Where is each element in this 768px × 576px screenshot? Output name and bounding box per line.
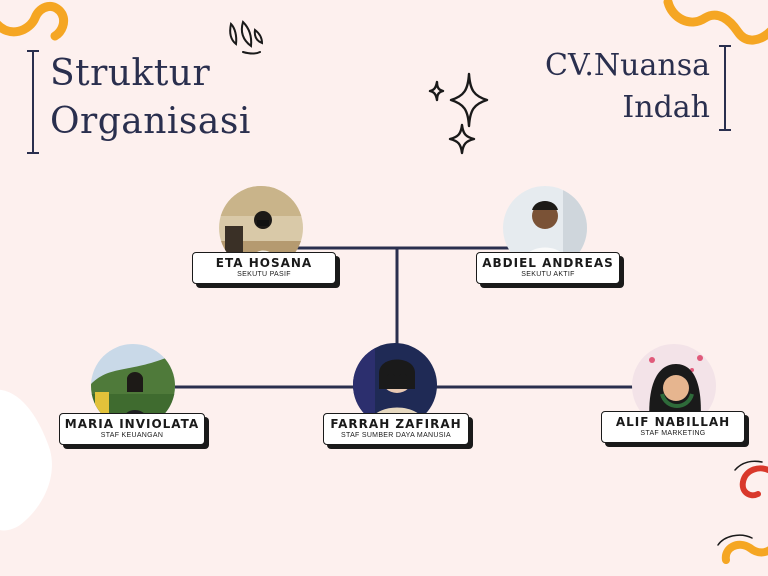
member-role: STAF SUMBER DAYA MANUSIA bbox=[341, 432, 451, 439]
member-card-alif-nabillah: ALIF NABILLAH STAF MARKETING bbox=[601, 411, 745, 443]
white-blob-icon bbox=[0, 389, 52, 531]
member-card-eta-hosana: ETA HOSANA SEKUTU PASIF bbox=[192, 252, 336, 284]
page-title-block: Struktur Organisasi bbox=[27, 50, 251, 154]
member-name: FARRAH ZAFIRAH bbox=[330, 417, 462, 431]
page-title-line-1: Struktur bbox=[50, 53, 211, 94]
company-name-block: CV.Nuansa Indah bbox=[545, 45, 731, 131]
member-role: SEKUTU PASIF bbox=[237, 271, 291, 278]
member-name: ETA HOSANA bbox=[215, 256, 313, 270]
member-name: ALIF NABILLAH bbox=[615, 415, 731, 429]
sparkle-icon bbox=[428, 72, 489, 155]
member-card-abdiel-andreas: ABDIEL ANDREAS SEKUTU AKTIF bbox=[476, 252, 620, 284]
company-name: CV.Nuansa Indah bbox=[545, 48, 710, 125]
page-title-line-2: Organisasi bbox=[50, 101, 251, 142]
member-card-farrah-zafirah: FARRAH ZAFIRAH STAF SUMBER DAYA MANUSIA bbox=[323, 413, 469, 445]
squiggle-top-left-icon bbox=[0, 2, 69, 41]
red-curl-icon bbox=[739, 465, 768, 499]
member-name: MARIA INVIOLATA bbox=[64, 417, 200, 431]
squiggle-top-right-icon bbox=[663, 0, 768, 45]
member-role: STAF KEUANGAN bbox=[100, 432, 164, 439]
member-name: ABDIEL ANDREAS bbox=[482, 256, 614, 270]
member-role: STAF MARKETING bbox=[640, 430, 706, 437]
member-card-maria-inviolata: MARIA INVIOLATA STAF KEUANGAN bbox=[59, 413, 205, 445]
member-role: SEKUTU AKTIF bbox=[521, 271, 575, 278]
orange-swirl-icon bbox=[721, 540, 768, 564]
dash-strokes-icon bbox=[229, 20, 264, 55]
